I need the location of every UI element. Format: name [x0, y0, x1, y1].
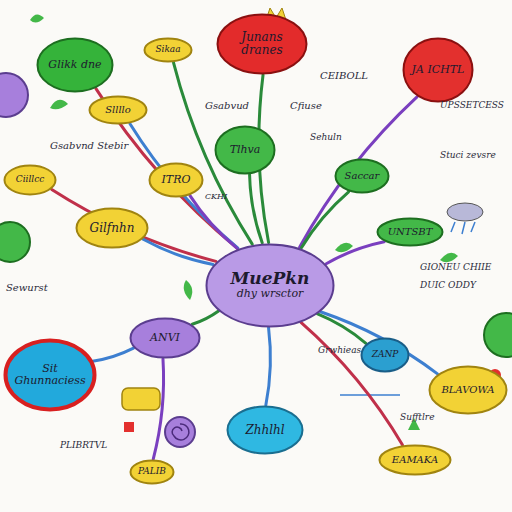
branch-line: [250, 175, 263, 243]
node-title: PALIB: [138, 467, 166, 476]
node-text: Junans dranes: [220, 29, 303, 58]
scribble-label: PLIBRTVL: [60, 440, 107, 450]
mind-node: Sit Ghunnaciess: [4, 339, 96, 411]
node-title: Ciillcc: [16, 175, 44, 184]
node-title: Sit Ghunnaciess: [10, 363, 89, 386]
mind-node: EAMAKA: [378, 444, 452, 476]
node-text: ITRO: [160, 172, 193, 188]
node-text: Tlhva: [228, 142, 263, 158]
node-text: Ciillcc: [14, 173, 46, 186]
node-text: Zhhlhl: [243, 422, 286, 439]
scribble-label: CKHI: [205, 192, 227, 201]
node-text: Glikk dne: [46, 57, 103, 73]
branch-line: [143, 239, 213, 264]
node-title: Saccar: [345, 171, 380, 182]
node-text: BLAVOWA: [440, 383, 497, 398]
scribble-label: DUIC ODDY: [420, 280, 476, 290]
node-subtitle: dhy wrsctor: [231, 288, 310, 300]
scribble-label: Grwhieas: [318, 345, 361, 355]
scribble-label: Stuci zevsre: [440, 150, 496, 160]
node-text: ANVI: [148, 330, 182, 346]
node-title: Tlhva: [230, 144, 261, 156]
mind-node: Ciillcc: [3, 164, 57, 196]
mind-node: Gilfnhn: [75, 207, 149, 249]
branch-line: [190, 196, 237, 249]
node-title: Gilfnhn: [90, 222, 135, 235]
scribble-label: Sehuln: [310, 132, 342, 142]
node-title: UNTSBT: [388, 227, 433, 238]
mind-node: ZANP: [360, 337, 410, 373]
node-text: JA ICHTL: [410, 62, 467, 78]
node-text: Sit Ghunnaciess: [8, 361, 91, 388]
node-title: Glikk dne: [48, 59, 101, 71]
scribble-label: CEIBOLL: [320, 70, 368, 81]
scribble-label: Sewurst: [6, 282, 48, 293]
node-text: Gilfnhn: [88, 220, 137, 237]
mind-node: UNTSBT: [376, 217, 444, 247]
mind-node: ANVI: [129, 317, 201, 359]
node-text: Saccar: [343, 169, 382, 184]
mind-node: MuePkndhy wrsctor: [205, 243, 335, 328]
node-title: ZANP: [372, 350, 399, 359]
node-text: Sikaa: [153, 43, 182, 56]
node-text: Sllllo: [103, 103, 133, 118]
mind-node: Zhhlhl: [226, 405, 304, 455]
mind-node: Sllllo: [88, 95, 148, 125]
mind-node: Tlhva: [214, 125, 276, 175]
branch-line: [192, 311, 218, 324]
scribble-label: Sufftlre: [400, 412, 434, 422]
node-text: UNTSBT: [386, 225, 435, 240]
branch-line: [326, 242, 384, 264]
mind-node: BLAVOWA: [428, 365, 508, 415]
mind-node: ITRO: [148, 162, 204, 198]
branch-line: [320, 312, 437, 374]
branch-line: [266, 327, 271, 405]
mind-node: Saccar: [334, 158, 390, 194]
mind-node: PALIB: [129, 459, 175, 485]
node-title: Sikaa: [155, 45, 180, 54]
node-title: Zhhlhl: [245, 424, 284, 437]
node-title: ITRO: [162, 174, 191, 186]
branch-line: [301, 192, 348, 248]
node-text: MuePkndhy wrsctor: [229, 268, 312, 301]
mind-node: Sikaa: [143, 37, 193, 63]
scribble-label: Gsabvud: [205, 100, 249, 111]
mind-node: Glikk dne: [36, 37, 114, 93]
node-title: Junans dranes: [222, 31, 301, 56]
mind-node: Junans dranes: [216, 13, 308, 75]
branch-line: [52, 190, 216, 262]
scribble-label: Cfiuse: [290, 100, 322, 111]
node-title: EAMAKA: [392, 455, 438, 466]
node-text: PALIB: [136, 465, 168, 478]
mind-node: JA ICHTL: [402, 37, 474, 103]
node-title: JA ICHTL: [412, 64, 465, 76]
scribble-label: Gsabvnd Stebir: [50, 140, 128, 151]
branch-line: [93, 348, 134, 361]
node-text: ZANP: [370, 348, 401, 361]
branch-line: [153, 359, 163, 459]
node-title: ANVI: [150, 332, 180, 344]
node-title: Sllllo: [105, 105, 131, 116]
node-title: MuePkn: [231, 270, 310, 288]
node-text: EAMAKA: [390, 453, 440, 468]
scribble-label: GIONEU CHIIE: [420, 262, 491, 272]
node-title: BLAVOWA: [442, 385, 495, 396]
scribble-label: UPSSETCESS: [440, 100, 504, 110]
